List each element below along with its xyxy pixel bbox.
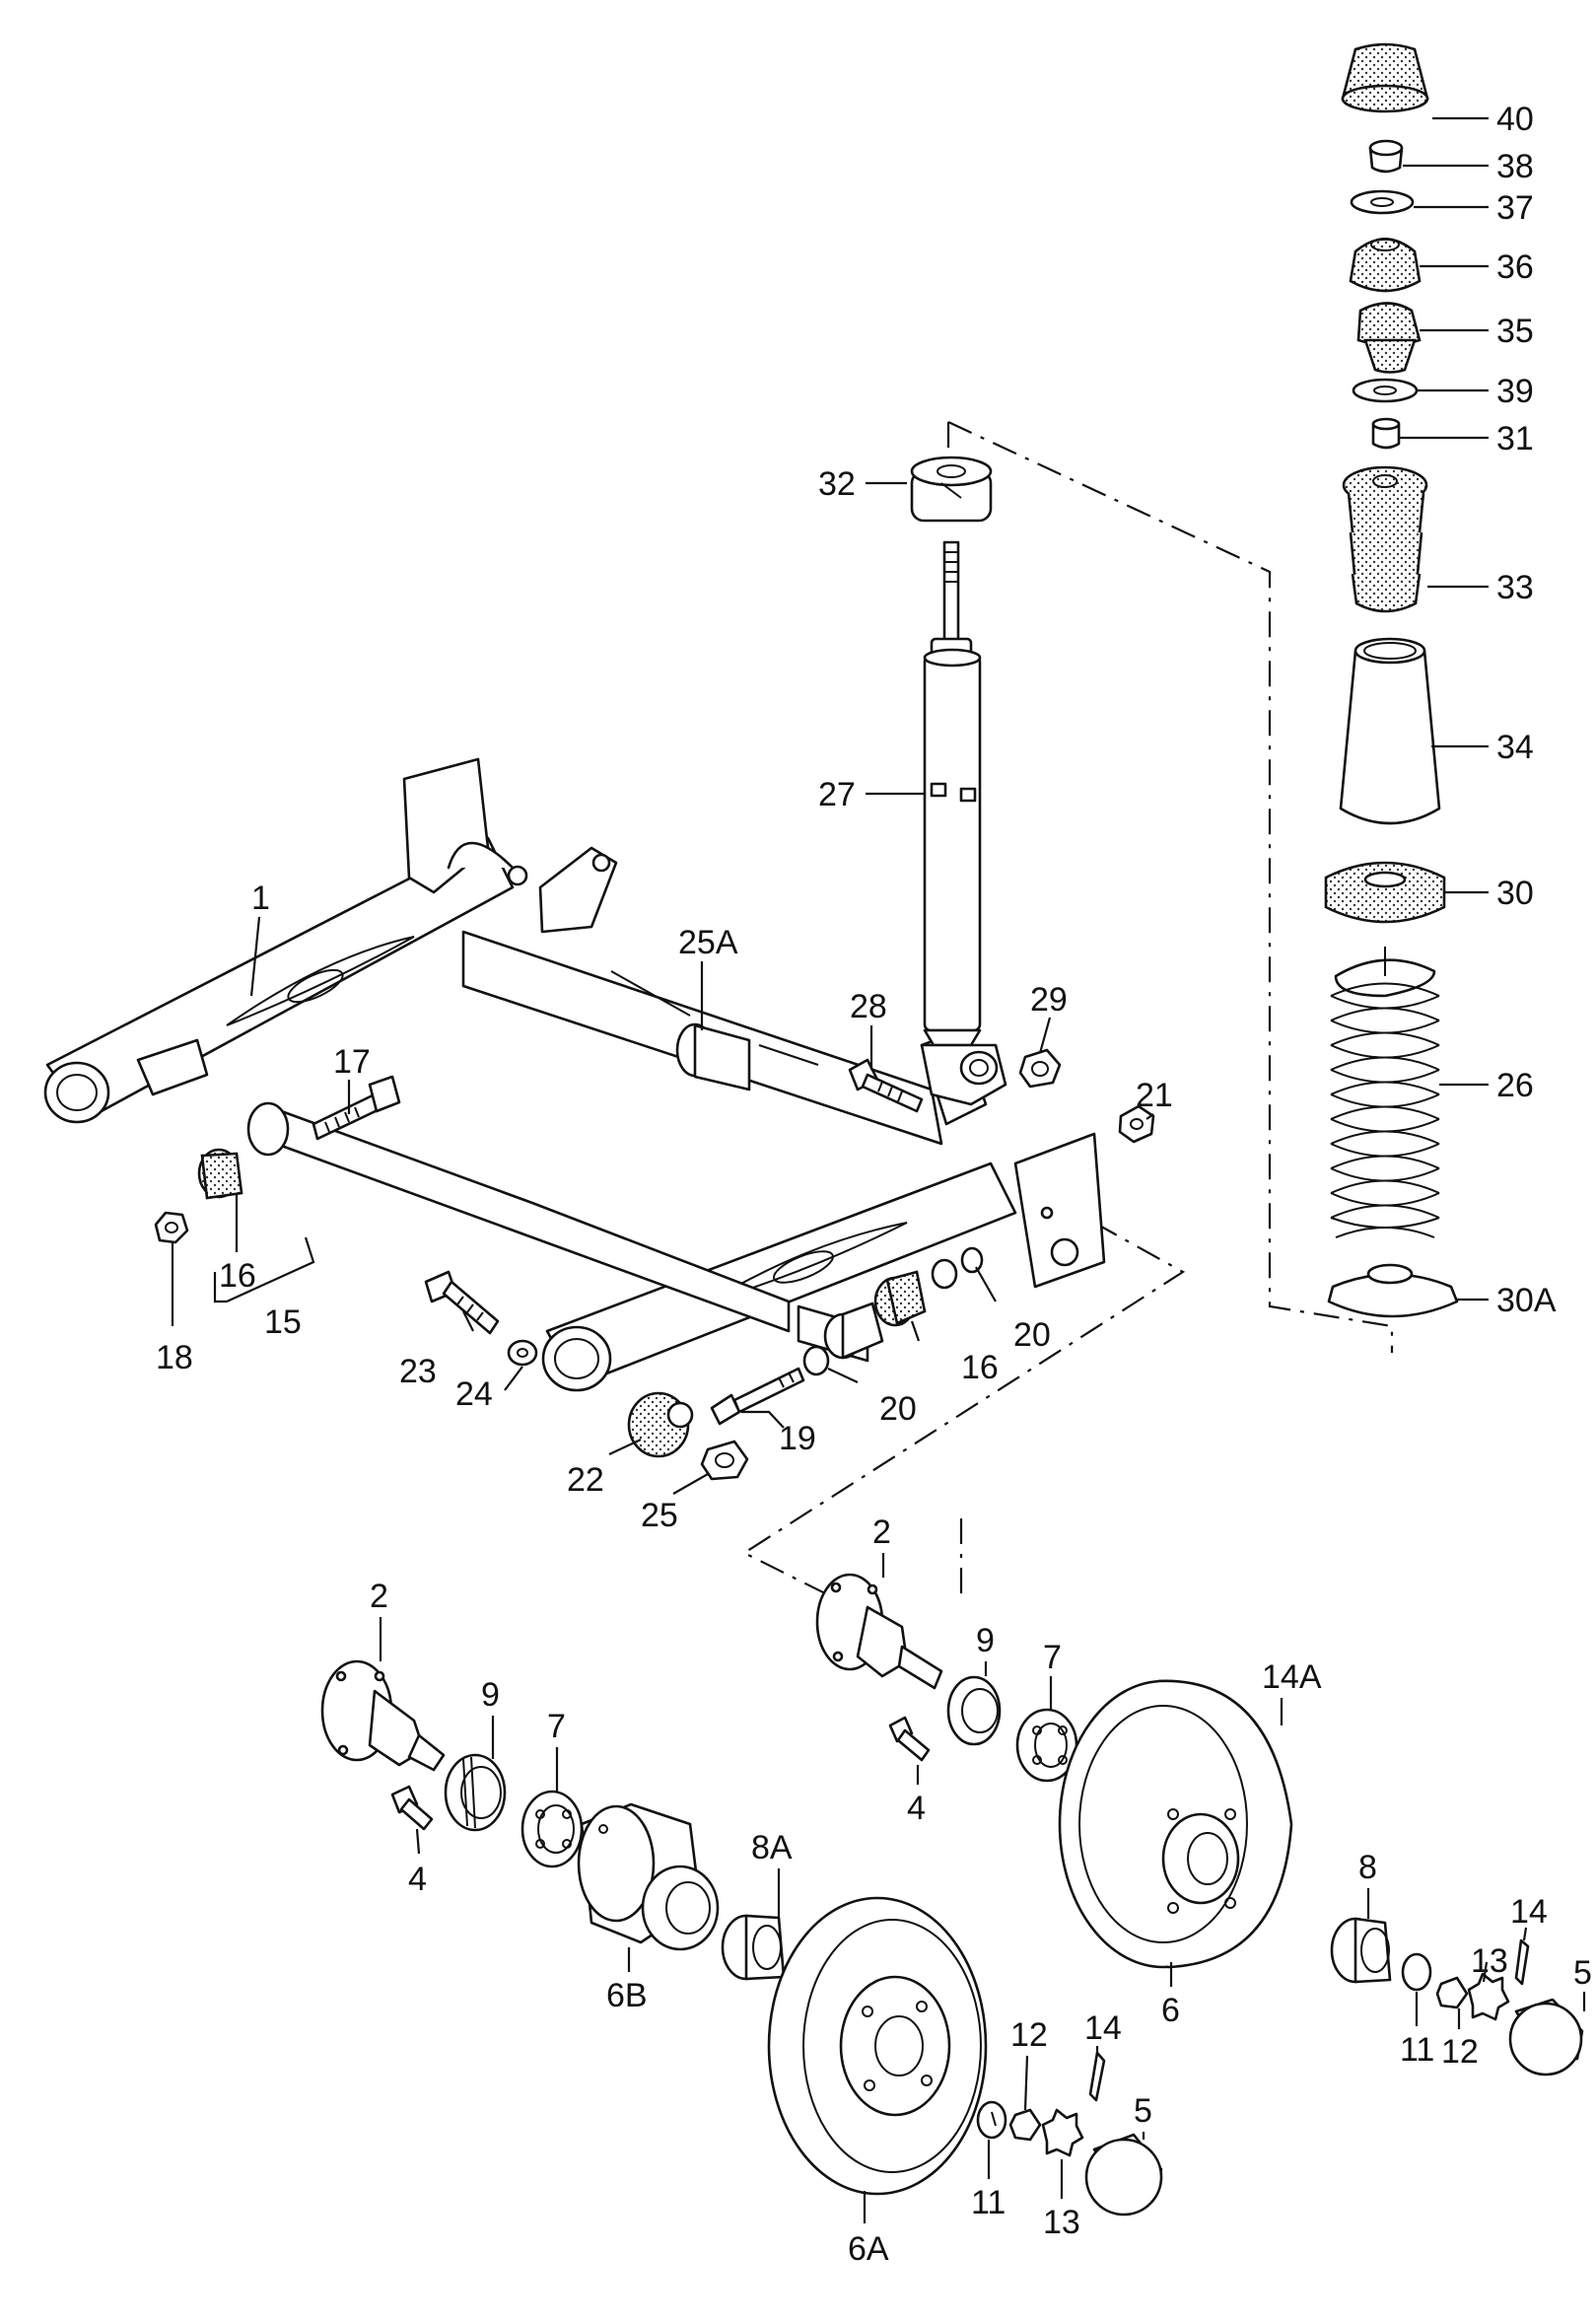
- callout-14A: 14A: [1262, 1658, 1322, 1696]
- assembly-dashed-lines: [741, 421, 1394, 1598]
- callout-9-right: 9: [976, 1622, 995, 1659]
- callout-32: 32: [818, 465, 856, 503]
- callout-2-right: 2: [872, 1513, 891, 1551]
- callout-21: 21: [1136, 1077, 1173, 1114]
- callout-39: 39: [1496, 373, 1534, 410]
- callout-5-left: 5: [1134, 2092, 1152, 2130]
- callout-1: 1: [251, 880, 270, 917]
- callout-35: 35: [1496, 313, 1534, 350]
- callout-16-left: 16: [219, 1257, 256, 1295]
- callout-8A: 8A: [751, 1829, 793, 1866]
- shock-absorber: [920, 540, 1007, 1106]
- leader-lines: [171, 116, 1586, 2223]
- callout-11-left: 11: [971, 2184, 1006, 2221]
- callout-20-lower: 20: [879, 1390, 917, 1428]
- callout-40: 40: [1496, 101, 1534, 138]
- disc-brake-hub-assembly: [320, 1659, 1163, 2217]
- callout-14-right: 14: [1510, 1893, 1548, 1931]
- upper-bushing-32: [910, 456, 993, 523]
- callout-38: 38: [1496, 148, 1534, 185]
- callout-29: 29: [1030, 981, 1068, 1019]
- callout-30: 30: [1496, 875, 1534, 912]
- callout-12-right: 12: [1441, 2033, 1479, 2071]
- callout-18: 18: [156, 1339, 193, 1376]
- callout-11-right: 11: [1400, 2031, 1434, 2069]
- callout-2-left: 2: [370, 1578, 388, 1615]
- callout-14-left: 14: [1084, 2009, 1122, 2047]
- callout-6B: 6B: [606, 1977, 648, 2014]
- callout-31: 31: [1496, 420, 1534, 458]
- callout-25A: 25A: [678, 924, 738, 961]
- callout-37: 37: [1496, 189, 1534, 227]
- callout-24: 24: [455, 1375, 493, 1413]
- callout-26: 26: [1496, 1067, 1534, 1104]
- callout-13-right: 13: [1471, 1942, 1508, 1980]
- callout-13-left: 13: [1043, 2204, 1080, 2241]
- callout-23: 23: [399, 1353, 437, 1390]
- callout-9-left: 9: [481, 1676, 500, 1714]
- callout-7-right: 7: [1043, 1639, 1062, 1676]
- callout-4-left: 4: [408, 1861, 427, 1898]
- callout-19: 19: [779, 1420, 816, 1457]
- strut-mount-stack: [1324, 42, 1459, 1318]
- drum-brake-hub-assembly: [815, 1573, 1584, 2077]
- callout-7-left: 7: [547, 1708, 566, 1745]
- callout-8: 8: [1358, 1849, 1377, 1886]
- callout-28: 28: [850, 988, 887, 1025]
- callout-25: 25: [641, 1497, 678, 1534]
- axle-hardware: [154, 1048, 1155, 1481]
- callout-6: 6: [1161, 1992, 1180, 2029]
- callout-34: 34: [1496, 729, 1534, 766]
- rear-axle-beam: [43, 757, 1106, 1392]
- callout-12-left: 12: [1010, 2016, 1048, 2054]
- track-rod: [246, 1101, 869, 1363]
- callout-16-right: 16: [961, 1349, 999, 1386]
- callout-labels: 40 38 37 36 35 39 31 33 34 30 26 30A 32 …: [156, 101, 1592, 2268]
- callout-5-right: 5: [1573, 1954, 1592, 1992]
- callout-6A: 6A: [848, 2230, 889, 2268]
- callout-17: 17: [333, 1043, 371, 1081]
- callout-33: 33: [1496, 569, 1534, 606]
- callout-20-upper: 20: [1013, 1316, 1051, 1354]
- callout-15: 15: [264, 1303, 302, 1341]
- callout-36: 36: [1496, 248, 1534, 286]
- callout-27: 27: [818, 776, 856, 813]
- callout-30A: 30A: [1496, 1282, 1557, 1319]
- callout-4-right: 4: [907, 1790, 926, 1827]
- callout-22: 22: [567, 1461, 604, 1499]
